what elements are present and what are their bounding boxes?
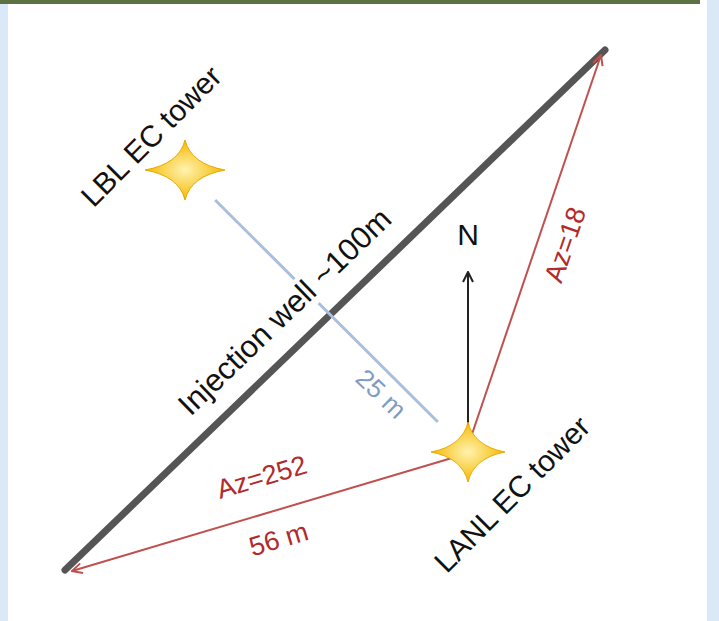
- north-label: N: [455, 218, 481, 251]
- azimuth-label: Az=252: [212, 450, 313, 506]
- azimuth-arrow: [470, 55, 601, 440]
- north-arrow: [467, 272, 469, 440]
- tower-label: LBL EC tower: [73, 58, 229, 214]
- star-shape: [431, 422, 505, 482]
- frame-strip: [0, 0, 700, 4]
- distance-label: 56 m: [244, 517, 314, 564]
- frame-strip: [0, 0, 8, 621]
- frame-strip: [707, 0, 719, 621]
- distance-label: 25 m: [349, 362, 413, 425]
- tower-marker: LBL EC tower: [145, 140, 225, 200]
- star-symbol: [431, 422, 505, 482]
- tower-marker: LANL EC tower: [431, 422, 505, 482]
- sightline-connector: [215, 200, 438, 422]
- tower-label: LANL EC tower: [426, 408, 598, 580]
